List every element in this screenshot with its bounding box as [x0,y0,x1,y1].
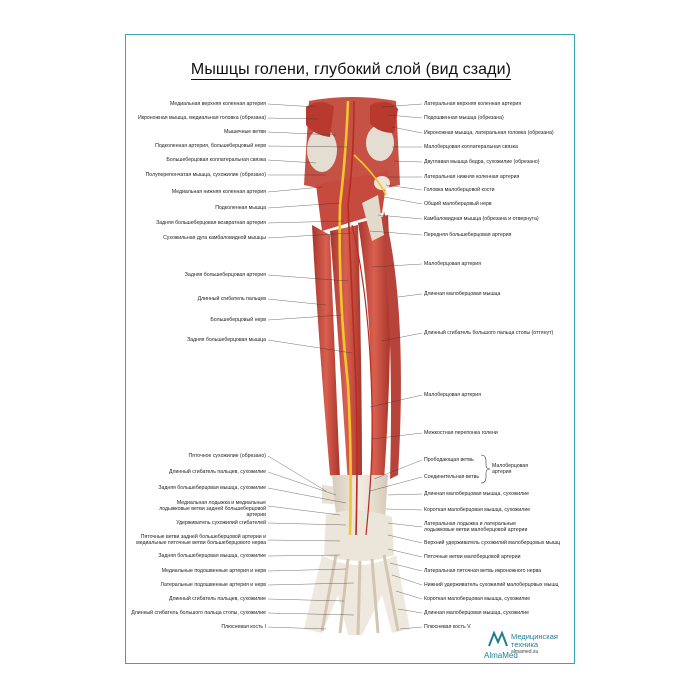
label-right-6: Головка малоберцовой кости [424,187,495,193]
label-left-16: Задняя большеберцовая мышца, сухожилие [158,485,266,491]
label-right-9: Передняя большеберцовая артерия [424,232,512,238]
gastrocnemius-lateral-cut [370,101,398,133]
label-left-0: Медиальная верхняя коленная артерия [170,101,266,107]
leg-illustration [267,97,491,636]
label-right-15: Прободающая ветвь [424,457,474,463]
label-left-22: Латеральные подошвенные артерия и нерв [160,582,266,588]
label-right-2: Икроножная мышца, латеральная головка (о… [424,130,554,136]
brand-site: almamed.su [511,649,539,655]
peroneus-longus [382,211,401,479]
label-left-23: Длинный сгибатель пальцев, сухожилие [168,596,266,602]
label-left-17: Медиальная лодыжка и медиальные лодыжков… [159,500,266,518]
flexor-digitorum-longus [312,225,340,479]
label-right-12: Длинный сгибатель большого пальца стопы … [424,330,554,336]
label-right-17: Длинная малоберцовая мышца, сухожилие [424,491,529,497]
label-right-7: Общий малоберцовый нерв [424,201,492,207]
medial-condyle [307,128,337,172]
almamed-logo-icon [488,631,508,647]
label-right-21: Пяточные ветви малоберцовой артерии [424,554,521,560]
brand-name: AlmaMed [484,651,518,660]
label-right-22: Латеральная пяточная ветвь икроножного н… [424,568,542,574]
label-left-10: Задняя большеберцовая артерия [184,272,266,278]
label-left-11: Длинный сгибатель пальцев [197,296,266,302]
fibula-head [374,176,390,190]
label-right-25: Длинная малоберцовая мышца, сухожилие [424,610,529,616]
label-right-19: Латеральная лодыжка и латеральные лодыжк… [424,521,528,533]
label-right-1: Подошвенная мышца (обрезана) [424,115,504,121]
label-left-8: Задняя большеберцовая возвратная артерия [156,220,266,226]
label-left-7: Подколенная мышца [215,205,266,211]
foot-tendons [320,554,400,636]
label-left-5: Полуперепончатая мышца, сухожилие (обрез… [145,172,266,178]
label-right-26: Плюсневая кость V [424,624,471,630]
brace [480,454,491,484]
soleus-flap [362,195,384,241]
poster-frame: Мышцы голени, глубокий слой (вид сзади) [125,34,575,664]
label-left-18: Удерживатель сухожилий сгибателей [176,520,266,526]
label-left-14: Пяточное сухожилие (обрезано) [188,453,266,459]
brace-label: Малоберцовая артерия [492,463,529,475]
label-left-9: Сухожильная дуга камбаловидной мышцы [163,235,266,241]
label-left-4: Большеберцовая коллатеральная связка [166,157,266,163]
leader-lines-right [369,103,423,630]
page-title: Мышцы голени, глубокий слой (вид сзади) [190,61,512,80]
label-left-20: Задняя большеберцовая мышца, сухожилие [158,553,266,559]
label-left-15: Длинный сгибатель пальцев, сухожилие [168,469,266,475]
label-right-20: Верхний удерживатель сухожилий малоберцо… [424,540,561,546]
leader-lines-left [267,103,355,630]
label-right-13: Малоберцовая артерия [424,392,481,398]
label-right-3: Малоберцовая коллатеральная связка [424,144,518,150]
label-left-19: Пяточные ветви задней большеберцовой арт… [136,534,266,546]
label-left-2: Мышечные ветви [224,129,266,135]
label-right-8: Камбаловидная мышца (обрезана и отвернут… [424,216,539,222]
label-right-24: Короткая малоберцовая мышца, сухожилие [424,596,531,602]
ankle-bones [324,510,394,561]
label-left-1: Икроножная мышца, медиальная головка (об… [138,115,266,121]
flexor-hallucis-longus [358,215,391,487]
foot [304,555,410,635]
label-right-23: Нижний удерживатель сухожилий малоберцов… [424,582,559,588]
brand-tagline: Медицинская техника [511,633,558,649]
label-right-10: Малоберцовая артерия [424,261,481,267]
label-left-12: Большеберцовый нерв [210,317,266,323]
gastrocnemius-medial-cut [306,102,334,137]
peroneal-artery [351,224,373,536]
label-left-6: Медиальная нижняя коленная артерия [171,189,266,195]
label-right-5: Латеральная нижняя коленная артерия [424,174,520,180]
tibial-nerve [338,100,352,536]
lateral-condyle [366,125,394,161]
label-right-11: Длинная малоберцовая мышца [424,291,501,297]
brand-line1: Медицинская [511,632,558,641]
peroneal-nerve [353,154,387,196]
label-right-14: Межкостная перепонка голени [424,430,498,436]
label-right-0: Латеральная верхняя коленная артерия [424,101,522,107]
label-left-13: Задняя большеберцовая мышца [186,337,266,343]
label-left-3: Подколенная артерия, большеберцовый нерв [155,143,266,149]
brand-line2: техника [511,640,539,649]
label-left-21: Медиальные подошвенные артерия и нерв [161,568,266,574]
popliteal-artery [347,100,358,536]
label-right-16: Соединительная ветвь [424,474,480,480]
label-left-25: Плюсневая кость I [221,624,266,630]
label-right-18: Короткая малоберцовая мышца, сухожилие [424,507,531,513]
label-left-24: Длинный сгибатель большого пальца стопы,… [131,610,266,616]
label-right-4: Двуглавая мышца бедра, сухожилие (обреза… [424,159,540,165]
